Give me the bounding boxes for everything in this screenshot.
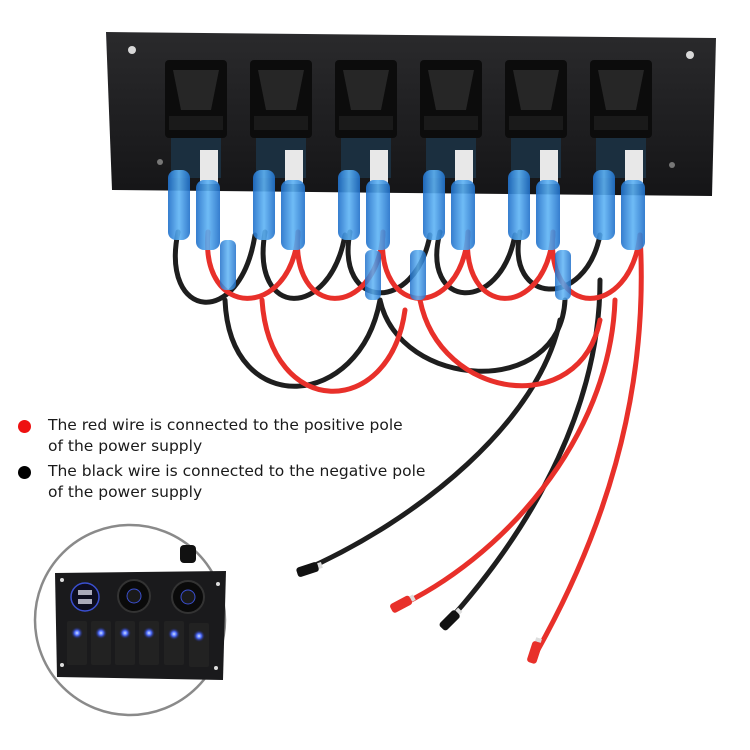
front-view-inset bbox=[33, 523, 227, 717]
wire-ends bbox=[296, 562, 542, 664]
legend-red-line2: of the power supply bbox=[48, 437, 203, 455]
wiring-harness bbox=[172, 229, 644, 658]
switch-bodies bbox=[165, 60, 652, 178]
legend-item-black-wire: The black wire is connected to the negat… bbox=[14, 461, 434, 503]
blue-terminals bbox=[168, 150, 645, 300]
wiring-legend: The red wire is connected to the positiv… bbox=[14, 415, 434, 507]
black-dot-icon bbox=[18, 466, 31, 479]
legend-black-line1: The black wire is connected to the negat… bbox=[48, 462, 426, 480]
red-dot-icon bbox=[18, 420, 31, 433]
legend-red-line1: The red wire is connected to the positiv… bbox=[48, 416, 403, 434]
legend-black-line2: of the power supply bbox=[48, 483, 203, 501]
legend-item-red-wire: The red wire is connected to the positiv… bbox=[14, 415, 434, 457]
